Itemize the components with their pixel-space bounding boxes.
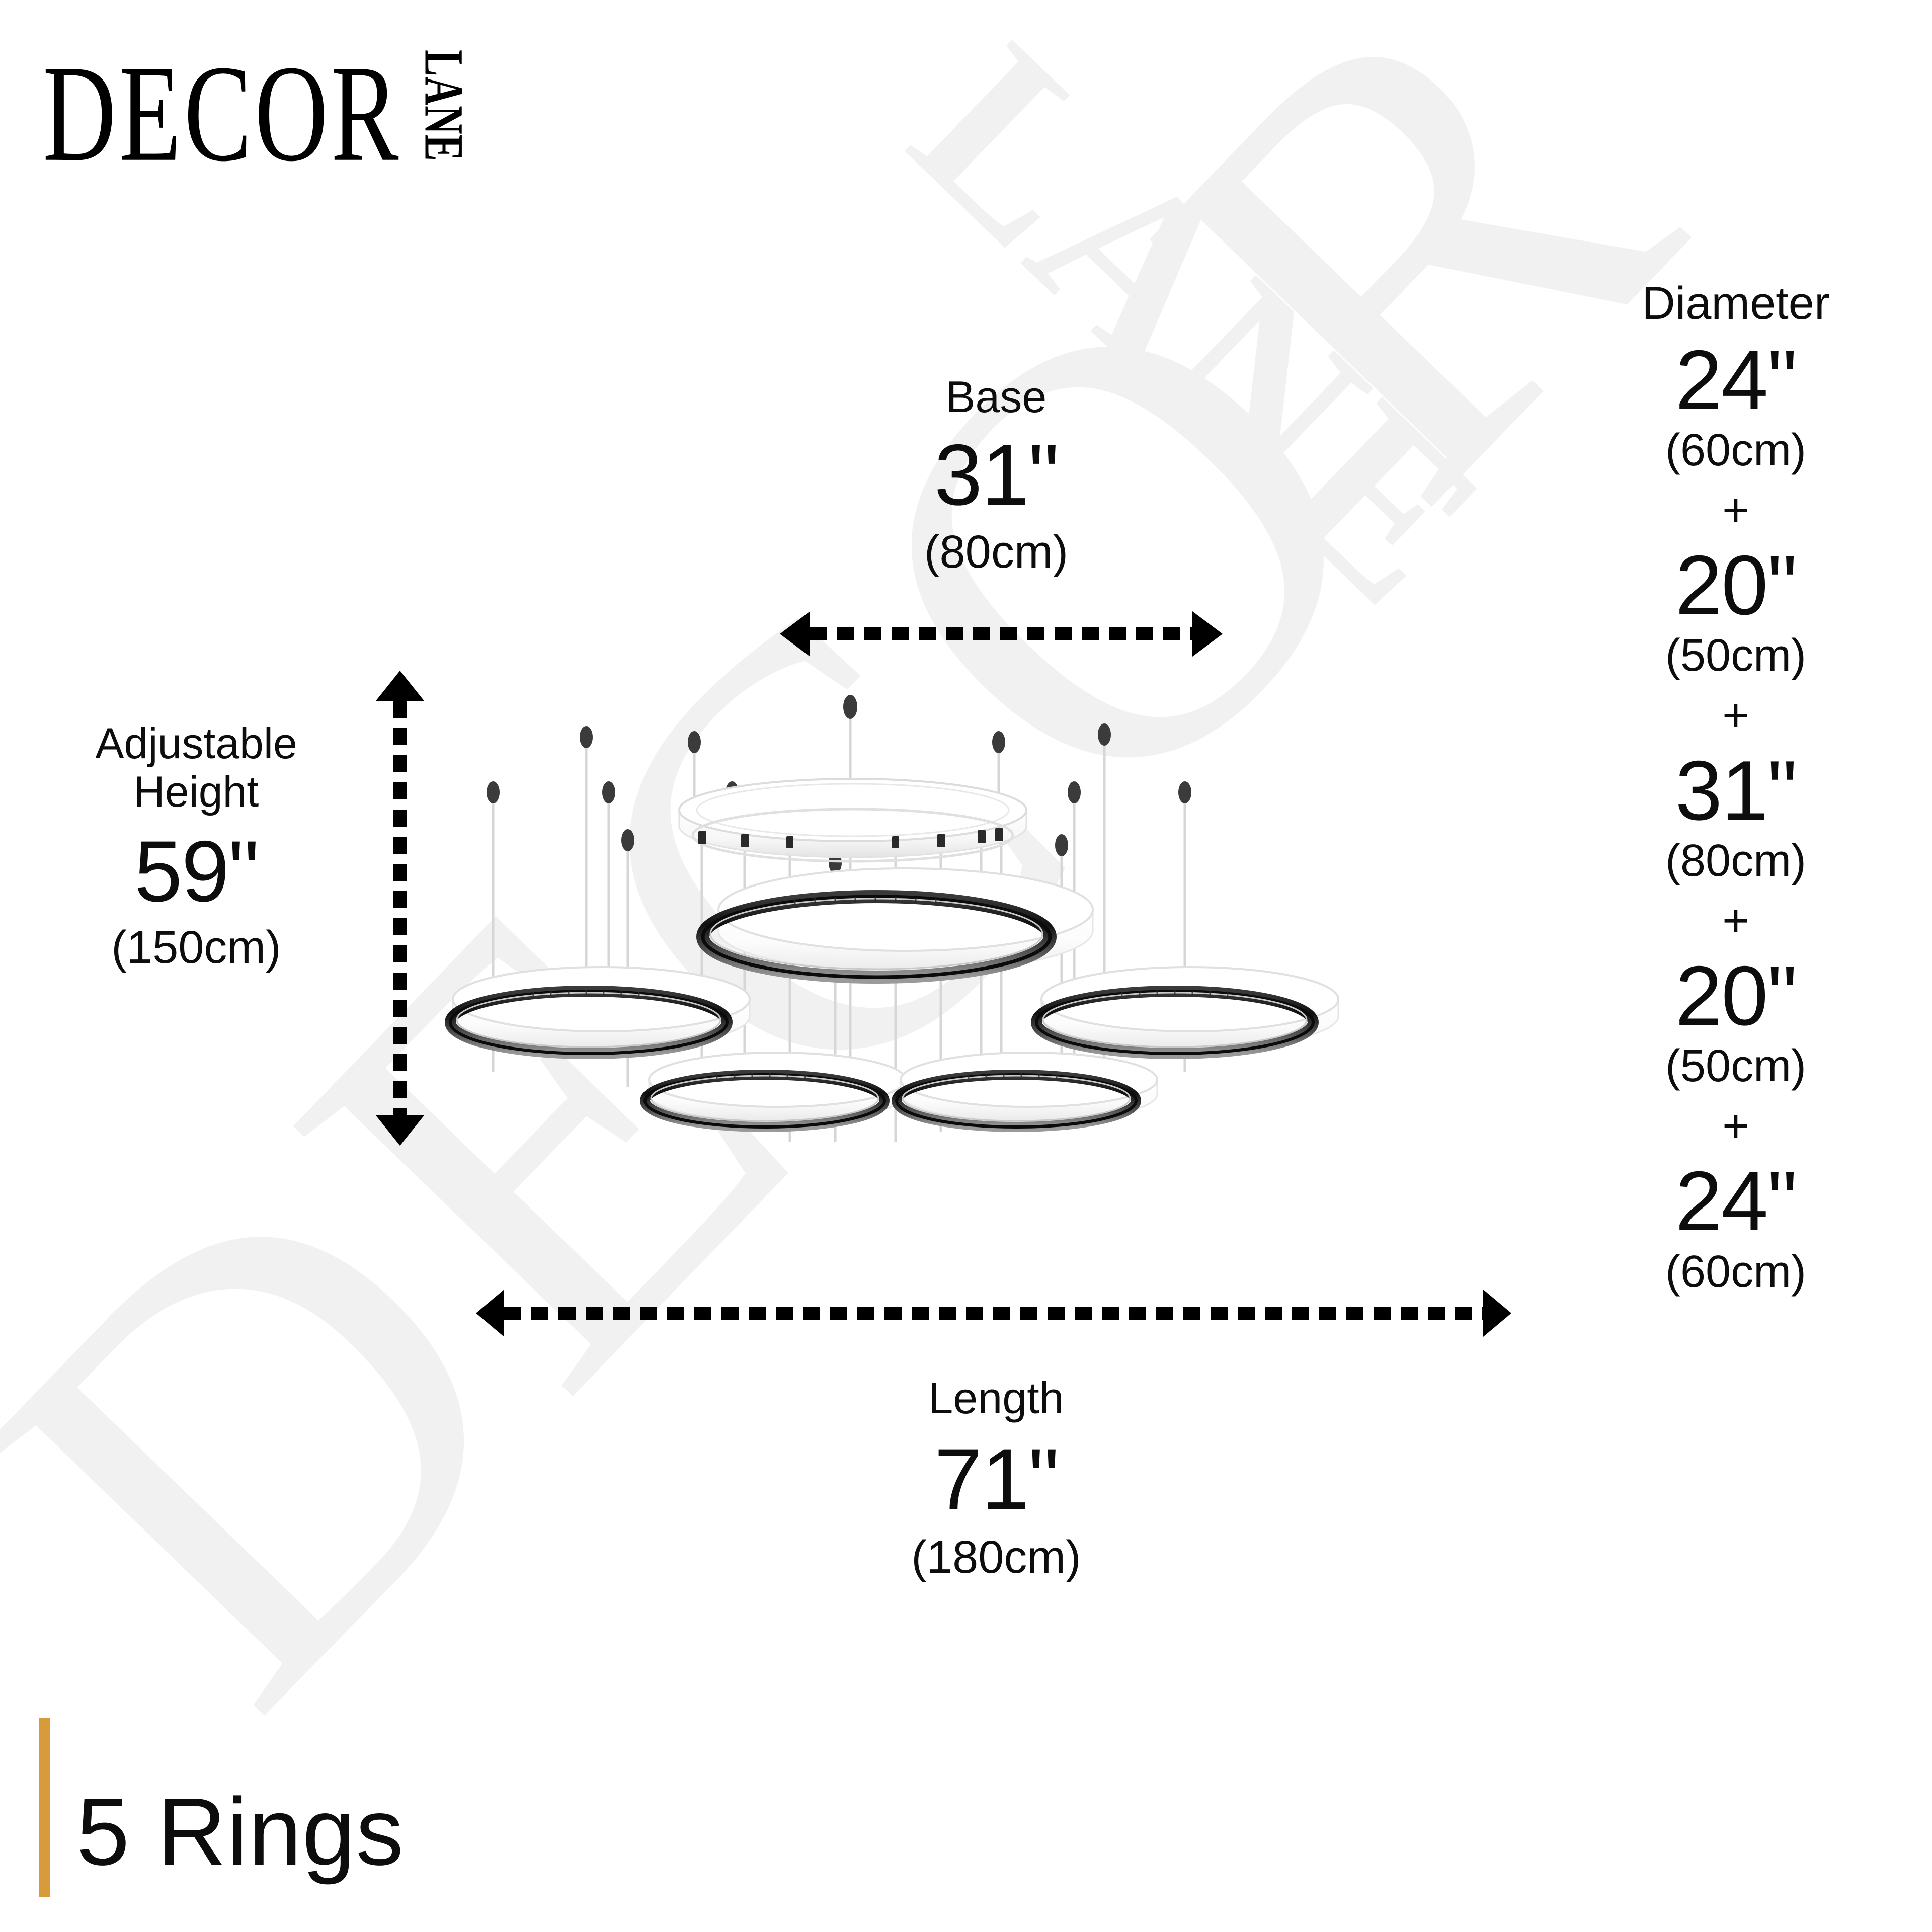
diameter-ring-5-metric: (60cm): [1665, 1246, 1807, 1297]
footer: 5 Rings: [39, 1718, 404, 1897]
adjustable-height-label-line2: Height: [133, 768, 259, 817]
base-dimension-block: Base 31" (80cm): [805, 372, 1187, 578]
ring-count-label: 5 Rings: [76, 1778, 405, 1885]
diameter-ring-2-inches: 20": [1675, 537, 1798, 632]
adjustable-height-block: Adjustable Height 59" (150cm): [25, 719, 367, 974]
diameter-ring-4: 20" (50cm): [1565, 948, 1907, 1092]
diameter-ring-3: 31" (80cm): [1565, 743, 1907, 887]
length-metric: (180cm): [911, 1531, 1081, 1583]
diameter-ring-4-inches: 20": [1675, 948, 1798, 1043]
adjustable-height-metric: (150cm): [111, 922, 281, 974]
diameter-ring-4-metric: (50cm): [1665, 1041, 1807, 1092]
diameter-separator-3: +: [1722, 895, 1749, 947]
led-ring-lower-left-20: [640, 1052, 907, 1132]
diameter-ring-5-inches: 24": [1675, 1154, 1798, 1249]
logo-decor-text: DECOR: [43, 36, 402, 190]
adjustable-height-arrow: [376, 671, 424, 1146]
chandelier-illustration: [445, 695, 1339, 1142]
diameter-ring-3-metric: (80cm): [1665, 836, 1807, 887]
base-inches: 31": [934, 426, 1059, 523]
led-ring-center-31: [696, 867, 1094, 984]
length-label: Length: [928, 1373, 1064, 1423]
diameter-ring-3-inches: 31": [1675, 743, 1798, 838]
length-dimension-arrow: [476, 1290, 1511, 1337]
diameter-ring-1: 24" (60cm): [1565, 337, 1907, 476]
diameter-ring-2-metric: (50cm): [1665, 630, 1807, 681]
base-label: Base: [945, 372, 1047, 422]
diameter-separator-1: +: [1722, 484, 1749, 536]
diameter-separator-4: +: [1722, 1100, 1749, 1152]
diameter-title: Diameter: [1642, 278, 1830, 329]
length-inches: 71": [934, 1430, 1059, 1527]
adjustable-height-label-line1: Adjustable: [95, 719, 297, 768]
base-metric: (80cm): [924, 526, 1069, 578]
diameter-ring-2: 20" (50cm): [1565, 542, 1907, 681]
diameter-separator-2: +: [1722, 689, 1749, 741]
led-ring-lower-right-20: [892, 1052, 1158, 1132]
logo-lane-wrap: LANE: [413, 48, 475, 164]
base-dimension-arrow: [780, 611, 1223, 657]
diameter-ring-1-metric: (60cm): [1665, 425, 1807, 475]
led-ring-right-24: [1031, 966, 1339, 1059]
adjustable-height-inches: 59": [134, 823, 259, 920]
diameter-ring-5: 24" (60cm): [1565, 1158, 1907, 1297]
length-dimension-block: Length 71" (180cm): [805, 1373, 1187, 1583]
accent-bar: [39, 1718, 50, 1897]
led-ring-left-24: [445, 966, 751, 1059]
brand-logo: DECOR LANE: [43, 44, 475, 183]
ceiling-canopy-ring: [678, 778, 1027, 863]
diameter-block: Diameter 24" (60cm) + 20" (50cm) + 31" (…: [1565, 279, 1907, 1297]
logo-lane-text: LANE: [413, 50, 475, 162]
diameter-ring-1-inches: 24": [1675, 332, 1798, 427]
